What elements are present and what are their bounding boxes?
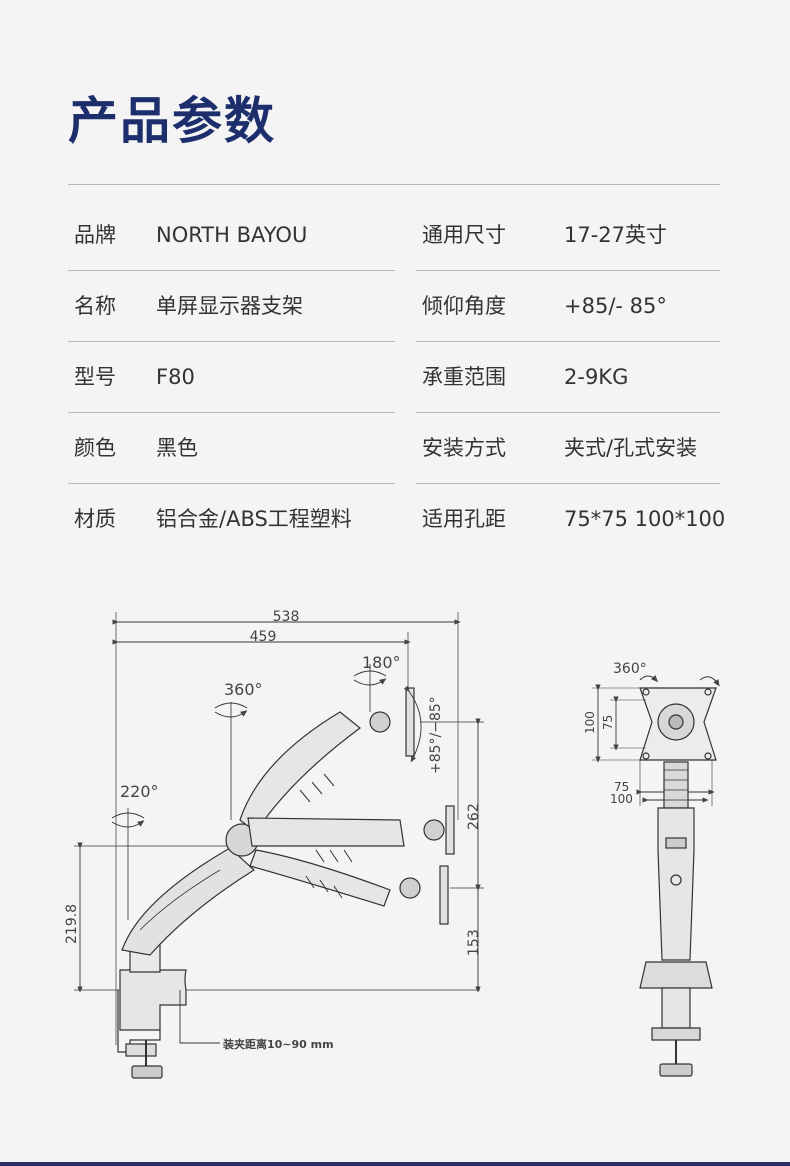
spec-table: 品牌 NORTH BAYOU 通用尺寸 17-27英寸 名称 单屏显示器支架 倾…: [68, 201, 725, 556]
dim-vesa-100-h: 100: [583, 711, 597, 734]
spec-label-name: 名称: [74, 294, 116, 318]
spec-label-load: 承重范围: [422, 365, 506, 389]
side-view-drawing: [74, 612, 484, 1079]
spec-cell: 材质 铝合金/ABS工程塑料: [68, 485, 395, 555]
spec-label-brand: 品牌: [74, 223, 116, 247]
front-rot-label: 360°: [613, 661, 647, 677]
spec-cell: 适用孔距 75*75 100*100: [416, 485, 725, 555]
row-divider: [68, 270, 395, 271]
spec-cell: 承重范围 2-9KG: [416, 343, 720, 413]
row-divider: [416, 341, 720, 342]
dim-width-arm: 459: [250, 629, 277, 645]
tilt-label: +85°/−85°: [428, 696, 444, 774]
clamp-note: 装夹距离10~90 mm: [222, 1037, 334, 1051]
spec-value-model: F80: [156, 365, 195, 389]
spec-row: 名称 单屏显示器支架 倾仰角度 +85/- 85°: [68, 272, 720, 343]
dim-vesa-75-h: 75: [601, 715, 615, 730]
spec-row: 品牌 NORTH BAYOU 通用尺寸 17-27英寸: [68, 201, 720, 272]
dim-height-min: 153: [466, 929, 482, 956]
rot-mid-label: 360°: [224, 680, 263, 699]
spec-value-vesa: 75*75 100*100: [564, 507, 726, 531]
rot-top-label: 180°: [362, 653, 401, 672]
front-view-drawing: [592, 675, 720, 1077]
row-divider: [416, 270, 720, 271]
spec-value-load: 2-9KG: [564, 365, 629, 389]
row-divider: [68, 412, 395, 413]
spec-label-mount: 安装方式: [422, 436, 506, 460]
dim-width-total: 538: [273, 609, 300, 625]
spec-row: 型号 F80 承重范围 2-9KG: [68, 343, 720, 414]
spec-label-vesa: 适用孔距: [422, 507, 506, 531]
dim-vesa-75-w: 75: [614, 780, 629, 794]
row-divider: [416, 483, 720, 484]
top-divider: [68, 184, 720, 185]
dim-height-range: 262: [466, 803, 482, 830]
spec-value-tilt: +85/- 85°: [564, 294, 667, 318]
spec-value-color: 黑色: [156, 436, 198, 460]
spec-label-tilt: 倾仰角度: [422, 294, 506, 318]
spec-cell: 安装方式 夹式/孔式安装: [416, 414, 720, 484]
page-title: 产品参数: [68, 92, 276, 150]
rot-base-label: 220°: [120, 782, 159, 801]
spec-value-name: 单屏显示器支架: [156, 294, 303, 318]
spec-label-model: 型号: [74, 365, 116, 389]
spec-row: 材质 铝合金/ABS工程塑料 适用孔距 75*75 100*100: [68, 485, 725, 556]
spec-value-brand: NORTH BAYOU: [156, 223, 308, 247]
bottom-bar: [0, 1162, 790, 1166]
row-divider: [68, 341, 395, 342]
spec-value-material: 铝合金/ABS工程塑料: [156, 507, 352, 531]
spec-label-color: 颜色: [74, 436, 116, 460]
dim-vesa-100-w: 100: [610, 792, 633, 806]
spec-value-screen-size: 17-27英寸: [564, 223, 668, 247]
spec-cell: 通用尺寸 17-27英寸: [416, 201, 720, 271]
spec-value-mount: 夹式/孔式安装: [564, 436, 698, 460]
dim-base-height: 219.8: [64, 904, 80, 944]
row-divider: [68, 483, 395, 484]
spec-label-screen-size: 通用尺寸: [422, 223, 506, 247]
spec-cell: 名称 单屏显示器支架: [68, 272, 395, 342]
spec-cell: 型号 F80: [68, 343, 395, 413]
spec-cell: 倾仰角度 +85/- 85°: [416, 272, 720, 342]
spec-cell: 颜色 黑色: [68, 414, 395, 484]
spec-label-material: 材质: [74, 507, 116, 531]
spec-row: 颜色 黑色 安装方式 夹式/孔式安装: [68, 414, 720, 485]
row-divider: [416, 412, 720, 413]
spec-cell: 品牌 NORTH BAYOU: [68, 201, 395, 271]
